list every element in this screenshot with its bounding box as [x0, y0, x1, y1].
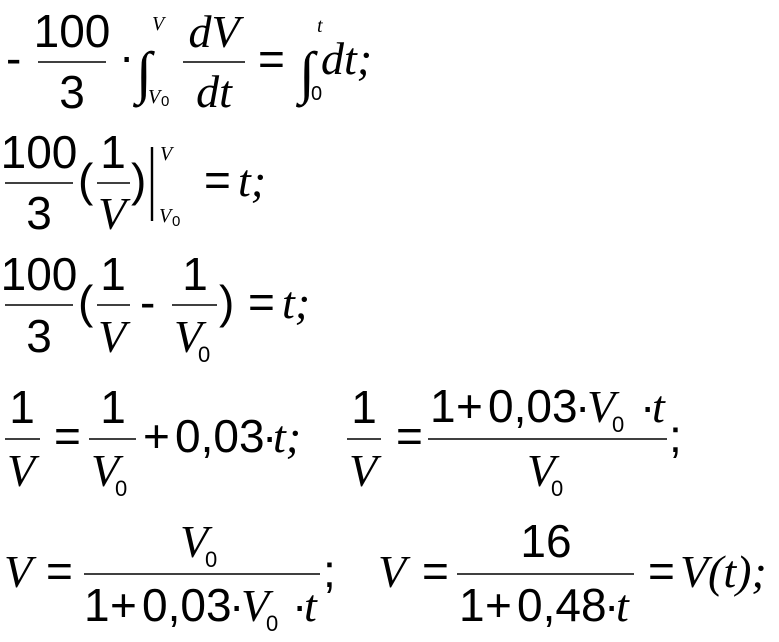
integral-upper-limit: t — [317, 15, 323, 37]
coefficient: 0,03 — [175, 410, 265, 462]
equals-sign: = — [46, 545, 73, 597]
plus-sign: + — [456, 380, 483, 432]
equals-sign: = — [396, 410, 423, 462]
coefficient: 0,03 — [142, 579, 232, 631]
semicolon: ; — [669, 410, 682, 462]
multiplication-dot: · — [262, 410, 277, 462]
denominator-one: 1 — [459, 579, 485, 631]
right-hand-side: t; — [282, 277, 310, 328]
function-argument: (t); — [708, 546, 767, 597]
fraction-denominator: V — [91, 445, 124, 496]
open-parenthesis: ( — [78, 276, 94, 328]
fraction-denominator: V — [98, 188, 131, 239]
multiplication-dot: · — [640, 380, 655, 432]
coefficient-denominator: 3 — [26, 310, 52, 362]
integral-lower-limit: V — [148, 86, 163, 108]
coefficient-denominator: 3 — [59, 66, 85, 118]
velocity-variable: V — [4, 546, 37, 597]
time-variable: t — [652, 381, 666, 432]
equals-sign: = — [258, 33, 285, 85]
equals-sign: = — [422, 545, 449, 597]
fraction-denominator: V — [527, 445, 560, 496]
multiplication-dot: · — [119, 30, 134, 82]
subscript-zero: 0 — [551, 476, 563, 501]
velocity-variable: V — [378, 546, 411, 597]
multiplication-dot: · — [604, 579, 619, 631]
numerator-one: 1 — [430, 380, 456, 432]
right-hand-side: t; — [238, 155, 266, 206]
coefficient-numerator: 100 — [1, 126, 78, 178]
velocity-variable: V — [587, 381, 620, 432]
fraction-numerator: 1 — [182, 248, 208, 300]
equals-sign: = — [54, 410, 81, 462]
time-variable: t — [616, 580, 630, 631]
derivative-numerator: dV — [188, 6, 244, 57]
equation-line-4: 1 V = 1 V 0 + 0,03 · t; 1 V = 1 + 0,03 ·… — [5, 380, 682, 501]
subscript-zero: 0 — [205, 547, 217, 572]
close-parenthesis: ) — [131, 154, 146, 206]
integral-sign: ∫ — [132, 40, 155, 108]
fraction-numerator: 16 — [520, 515, 571, 567]
fraction-denominator: V — [349, 445, 382, 496]
integral-upper-limit: V — [152, 13, 167, 35]
equals-sign: = — [204, 154, 231, 206]
coefficient: 0,48 — [517, 579, 607, 631]
evaluation-lower-limit-subscript: 0 — [172, 213, 180, 230]
subscript-zero: 0 — [266, 611, 278, 636]
plus-sign: + — [485, 579, 512, 631]
coefficient-numerator: 100 — [1, 248, 78, 300]
subscript-zero: 0 — [115, 476, 127, 501]
big-fraction-numerator: 1 + 0,03 · V 0 · t — [430, 380, 666, 437]
coefficient: 0,03 — [488, 380, 578, 432]
equation-line-1: - 100 3 · ∫ V V 0 dV dt = ∫ t 0 dt; — [6, 5, 372, 118]
velocity-variable: V — [680, 546, 713, 597]
evaluation-upper-limit: V — [160, 143, 175, 165]
fraction-numerator: 1 — [9, 381, 35, 433]
time-variable: t; — [273, 411, 301, 462]
equation-line-5: V = V 0 1 + 0,03 · V 0 · t ; V = 16 1 + … — [4, 515, 767, 636]
fraction-numerator: V — [180, 516, 213, 567]
differential: dt; — [321, 33, 372, 84]
subscript-zero: 0 — [198, 342, 210, 367]
subscript-zero: 0 — [612, 412, 624, 437]
multiplication-dot: · — [575, 380, 590, 432]
multiplication-dot: · — [229, 579, 244, 631]
equals-sign: = — [648, 545, 675, 597]
open-parenthesis: ( — [78, 154, 94, 206]
integral-lower-limit-subscript: 0 — [161, 93, 169, 110]
equals-sign: = — [248, 276, 275, 328]
integral-lower-limit: 0 — [311, 83, 322, 105]
fraction-numerator: 1 — [100, 248, 126, 300]
plus-sign: + — [110, 579, 137, 631]
fraction-denominator: 1 + 0,03 · V 0 · t — [84, 579, 318, 636]
integral-sign: ∫ — [295, 40, 318, 108]
coefficient-numerator: 100 — [34, 5, 111, 57]
denominator-one: 1 — [84, 579, 110, 631]
evaluation-lower-limit: V — [159, 205, 174, 227]
minus-sign: - — [140, 276, 155, 328]
fraction-denominator: V — [98, 311, 131, 362]
equation-line-3: 100 3 ( 1 V - 1 V 0 ) = t; — [1, 248, 310, 367]
equation-line-2: 100 3 ( 1 V ) V V 0 = t; — [1, 126, 266, 239]
time-variable: t — [304, 580, 318, 631]
coefficient-denominator: 3 — [26, 187, 52, 239]
velocity-variable: V — [241, 580, 274, 631]
fraction-numerator: 1 — [100, 381, 126, 433]
minus-sign: - — [6, 32, 21, 84]
fraction-numerator: 1 — [351, 381, 377, 433]
fraction-denominator: V — [174, 311, 207, 362]
derivative-denominator: dt — [196, 66, 233, 117]
plus-sign: + — [143, 410, 170, 462]
multiplication-dot: · — [292, 579, 307, 631]
semicolon: ; — [323, 545, 336, 597]
fraction-denominator: 1 + 0,48 · t — [459, 579, 630, 631]
fraction-numerator: 1 — [100, 126, 126, 178]
fraction-denominator: V — [7, 445, 40, 496]
close-parenthesis: ) — [219, 276, 234, 328]
